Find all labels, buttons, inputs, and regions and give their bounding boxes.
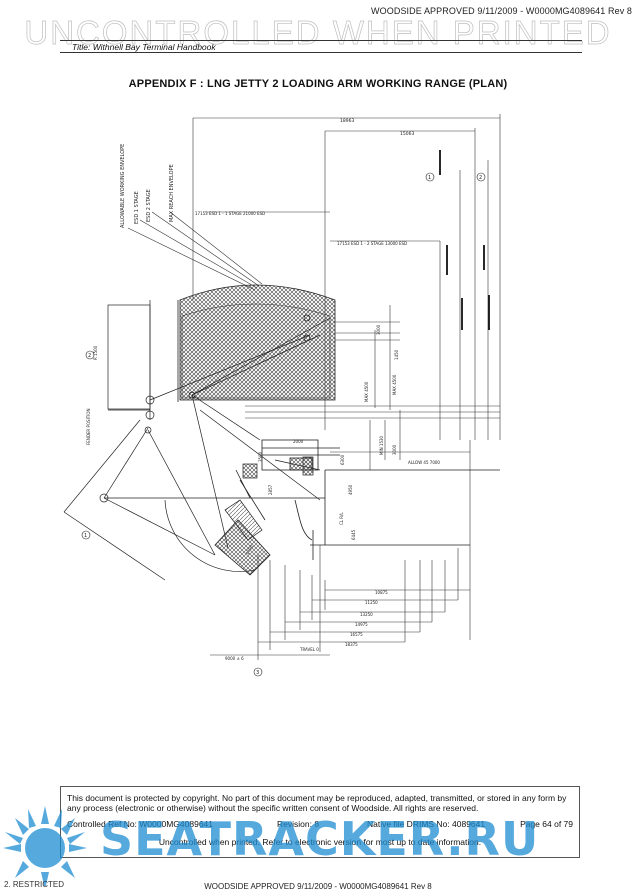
label-esd1: ESD 1 STAGE [134, 191, 140, 224]
dim-c1: 3500 [258, 451, 263, 462]
seatracker-watermark: SEATRACKER.RU [100, 812, 540, 866]
right-tick-marks [439, 150, 490, 330]
loading-arm-machinery [235, 439, 500, 560]
dim-r6: 3000 [392, 444, 397, 455]
dim-b6: 18375 [345, 642, 358, 647]
label-esd2: ESD 2 STAGE [146, 189, 152, 222]
callout-circles [81, 172, 486, 677]
envelope-labels: ALLOWABLE WORKING ENVELOPE ESD 1 STAGE E… [120, 144, 175, 228]
dim-b5: 16575 [350, 632, 363, 637]
arm-geometry-left [63, 300, 331, 581]
footer-info-row: Controlled Ref No: W0000MG4089641 Revisi… [67, 819, 573, 831]
uncontrolled-note: Uncontrolled when printed. Refer to elec… [158, 837, 482, 847]
dim-b3: 13250 [360, 612, 373, 617]
callout-1-left: 1 [84, 533, 87, 539]
uncontrolled-watermark: UNCONTROLLED WHEN PRINTED [24, 14, 612, 52]
dim-b4: 14975 [355, 622, 368, 627]
dim-top-note: 17153 ESD 1 - 1 STAGE 21000 ESD [195, 211, 265, 216]
dim-b8: 9000 ± 6 [225, 656, 244, 661]
approval-stamp-bottom: WOODSIDE APPROVED 9/11/2009 - W0000MG408… [204, 882, 432, 891]
dim-r5: MIN 1530 [379, 435, 384, 455]
dim-b7: TRAVEL 0 [299, 647, 319, 652]
dim-low2: 1700 [245, 544, 255, 556]
arm-hatched-assembly [214, 456, 314, 576]
sun-logo-icon [3, 806, 87, 886]
working-envelope [181, 303, 331, 399]
native-file-number: Native file DRIMS No: 4089641 [367, 819, 486, 829]
label-allowable: ALLOWABLE WORKING ENVELOPE [120, 144, 126, 228]
document-title: Title: Withnell Bay Terminal Handbook [60, 40, 582, 53]
appendix-heading: APPENDIX F : LNG JETTY 2 LOADING ARM WOR… [128, 78, 508, 90]
dim-r1: 3000 [376, 324, 381, 335]
callout-2-top: 2 [479, 175, 482, 181]
dim-2: 15063 [400, 131, 414, 137]
label-max-reach: MAX REACH ENVELOPE [169, 164, 175, 222]
dim-c3: 6300 [340, 454, 345, 465]
bottom-dimension-lines [210, 545, 470, 660]
dim-c5: CL R/L [339, 512, 344, 525]
dim-c6: 6445 [351, 529, 356, 540]
dim-top: 18963 [340, 118, 354, 124]
fender-position-label: FENDER POSITION [86, 408, 91, 445]
dim-l1: R 1500 [93, 345, 98, 360]
controlled-ref: Controlled Ref No: W0000MG4089641 [67, 819, 213, 829]
dim-c2: 2000 [293, 439, 304, 444]
classification-label: 2. RESTRICTED [4, 880, 65, 889]
dim-r7: ALLOW 45 7000 [408, 460, 440, 465]
page-number: Page 64 of 79 [520, 819, 573, 829]
dim-c4: 4950 [348, 484, 353, 495]
dim-mid-note: 17153 ESD 1 - 2 STAGE 13000 ESD [337, 241, 407, 246]
dim-b2: 11250 [365, 600, 378, 605]
dim-r3: MAX 4500 [364, 381, 369, 402]
copyright-notice: This document is protected by copyright.… [67, 793, 567, 813]
callout-2-left: 2 [88, 353, 91, 359]
dim-r4: MAX 4500 [392, 374, 397, 395]
dim-low1: 2857 [268, 484, 273, 495]
callout-3-bottom: 3 [256, 670, 259, 676]
envelope-dims [245, 305, 500, 640]
callout-1-top: 1 [428, 175, 431, 181]
approval-stamp-top: WOODSIDE APPROVED 9/11/2009 - W0000MG408… [371, 6, 632, 16]
dim-b1: 10875 [375, 590, 388, 595]
dim-r2: 1450 [394, 349, 399, 360]
revision: Revision: 8 [277, 819, 320, 829]
envelope-leaders [127, 211, 263, 291]
